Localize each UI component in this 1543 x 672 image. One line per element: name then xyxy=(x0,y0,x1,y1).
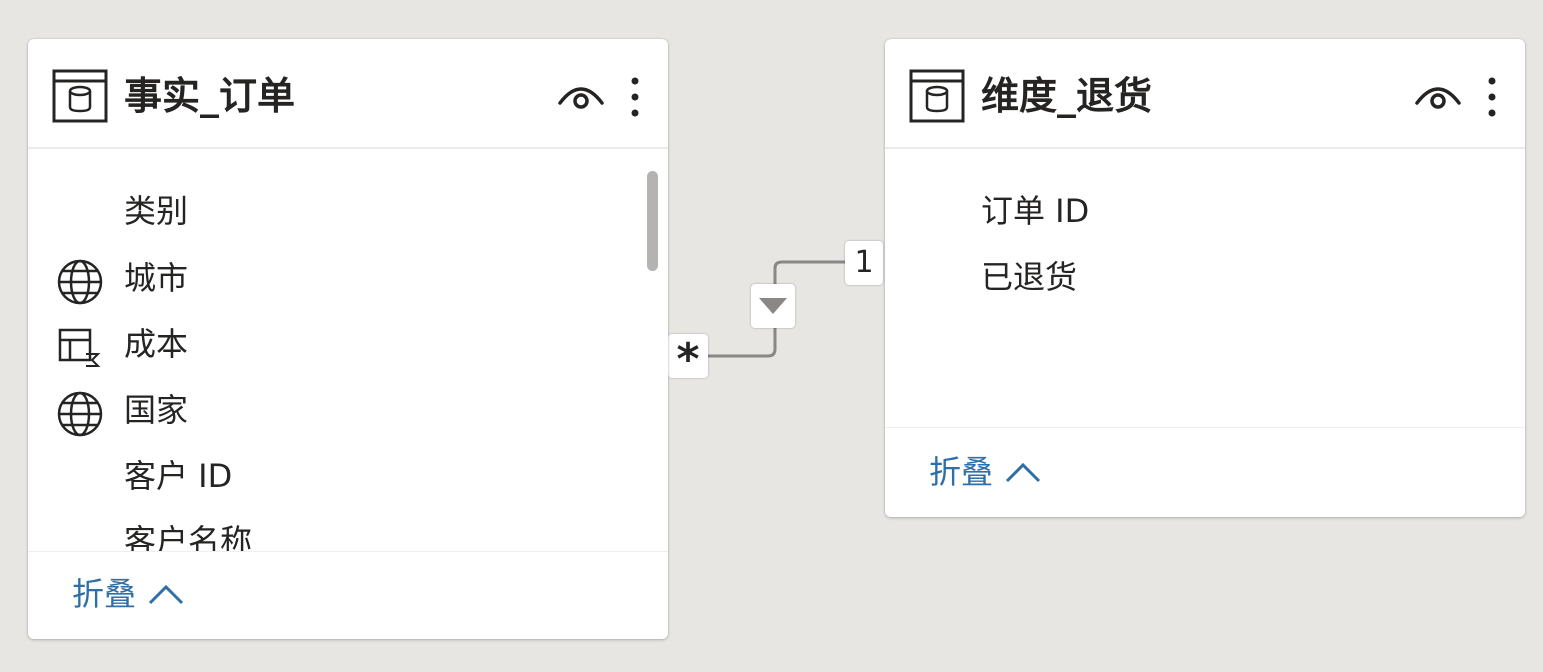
more-options-icon[interactable] xyxy=(623,73,647,121)
table-icon xyxy=(909,69,965,123)
field-list[interactable]: 订单 ID 已退货 xyxy=(885,151,1525,427)
field-row[interactable]: 订单 ID xyxy=(885,177,1525,243)
table-icon xyxy=(52,69,108,123)
field-label: 订单 ID xyxy=(981,192,1090,230)
field-label: 成本 xyxy=(124,325,189,363)
collapse-button[interactable]: 折叠 xyxy=(929,450,1043,494)
more-options-icon[interactable] xyxy=(1480,73,1504,121)
field-list-scrollbar[interactable] xyxy=(647,171,658,271)
table-card-footer: 折叠 xyxy=(885,427,1525,517)
chevron-up-icon xyxy=(1005,462,1041,483)
table-title: 事实_订单 xyxy=(124,74,296,118)
cardinality-many-badge: * xyxy=(668,334,708,385)
field-row[interactable]: 国家 xyxy=(28,376,668,442)
chevron-up-icon xyxy=(148,584,184,605)
table-card-header: 事实_订单 xyxy=(28,39,668,149)
collapse-button[interactable]: 折叠 xyxy=(72,572,186,616)
field-row[interactable]: 类别 xyxy=(28,177,668,243)
field-label: 类别 xyxy=(124,192,189,230)
table-title: 维度_退货 xyxy=(981,74,1153,118)
globe-icon xyxy=(57,391,103,437)
collapse-label: 折叠 xyxy=(72,575,137,613)
table-card-dim-returns[interactable]: 维度_退货 订单 ID 已退货 折叠 xyxy=(885,39,1525,517)
table-card-footer: 折叠 xyxy=(28,551,668,639)
field-row[interactable]: 城市 xyxy=(28,244,668,310)
collapse-label: 折叠 xyxy=(929,453,994,491)
field-row[interactable]: 成本 xyxy=(28,310,668,376)
field-label: 客户 ID xyxy=(124,457,233,495)
globe-icon xyxy=(57,259,103,305)
field-label: 客户名称 xyxy=(124,522,253,551)
triangle-down-icon xyxy=(759,298,787,314)
field-label: 已退货 xyxy=(981,258,1078,296)
sum-icon xyxy=(58,328,101,367)
field-list[interactable]: 类别 城市 成本 xyxy=(28,151,668,551)
field-row[interactable]: 客户名称 xyxy=(28,507,668,551)
field-row[interactable]: 已退货 xyxy=(885,243,1525,309)
table-card-header: 维度_退货 xyxy=(885,39,1525,149)
field-label: 国家 xyxy=(124,391,189,429)
table-card-fact-orders[interactable]: 事实_订单 类别 xyxy=(28,39,668,639)
cross-filter-direction-button[interactable] xyxy=(751,284,795,328)
field-label: 城市 xyxy=(124,259,189,297)
field-row[interactable]: 客户 ID xyxy=(28,442,668,508)
eye-icon[interactable] xyxy=(1413,77,1463,117)
cardinality-one-badge: 1 xyxy=(845,241,883,285)
eye-icon[interactable] xyxy=(556,77,606,117)
